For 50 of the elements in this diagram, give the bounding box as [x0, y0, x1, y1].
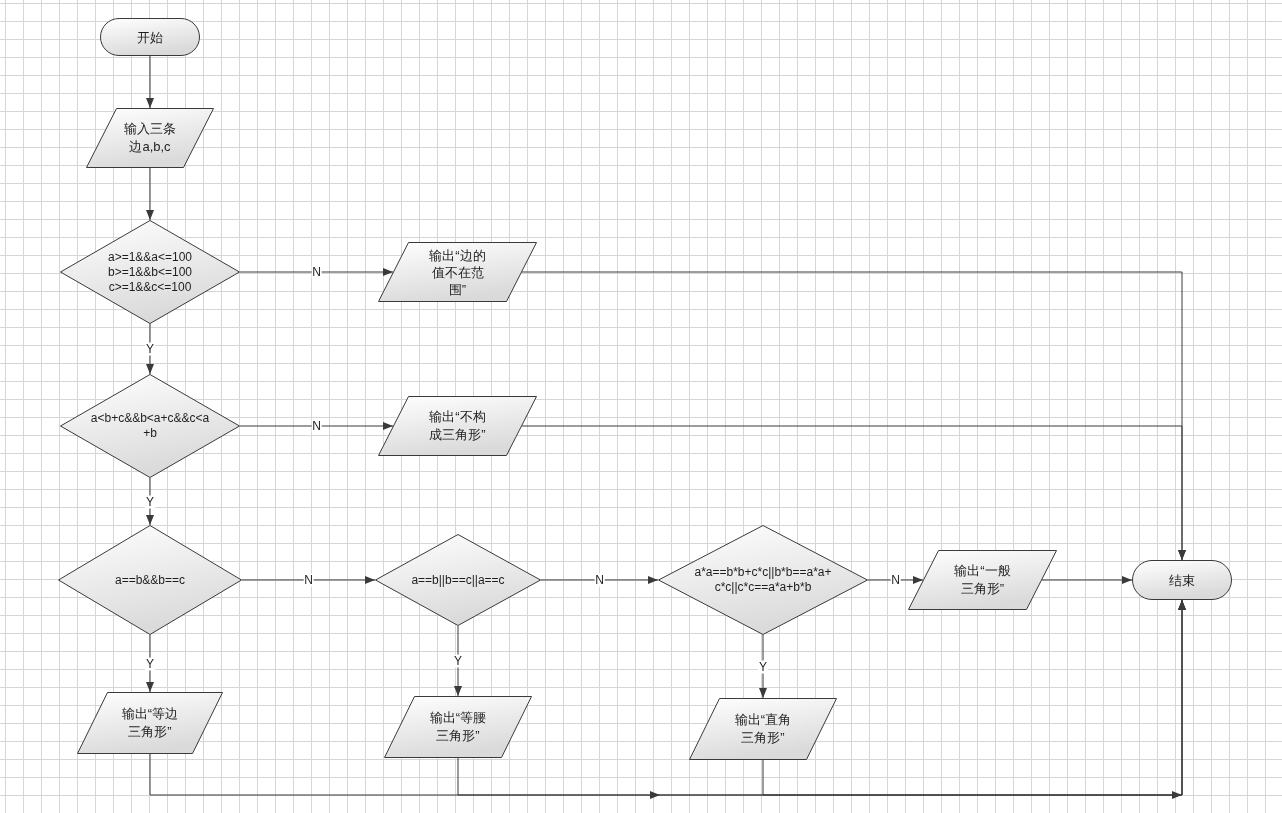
edge-label: Y	[453, 654, 463, 668]
flow-arrow	[1041, 576, 1133, 584]
flow-arrow	[762, 599, 1186, 796]
edge-label: N	[890, 573, 901, 587]
edge-label: Y	[145, 342, 155, 356]
node-text: a>=1&&a<=100 b>=1&&b<=100 c>=1&&c<=100	[106, 249, 194, 295]
flow-arrow	[239, 268, 394, 276]
decision-diamond	[658, 525, 868, 635]
edge-label: N	[594, 573, 605, 587]
flow-arrow	[867, 576, 924, 584]
node-text: 输出“边的值不在范围”	[428, 246, 487, 298]
io-parallelogram	[378, 396, 537, 456]
io-parallelogram	[908, 550, 1057, 610]
flow-arrow	[146, 634, 154, 693]
edge-label: N	[311, 419, 322, 433]
edge-label: N	[311, 265, 322, 279]
node-text: a==b||b==c||a==c	[411, 572, 505, 588]
io-parallelogram	[689, 698, 837, 760]
io-parallelogram	[86, 108, 214, 168]
decision-diamond	[58, 525, 242, 635]
flow-arrow	[241, 576, 376, 584]
terminal-pill	[100, 18, 200, 56]
node-text: 输入三条边a,b,c	[123, 120, 177, 156]
edge-label: Y	[145, 657, 155, 670]
node-text: a<b+c&&b<a+c&&c<a+b	[90, 411, 210, 441]
flow-arrow	[540, 576, 659, 584]
node-text: 输出“等边三角形”	[120, 705, 180, 741]
edge-label: N	[303, 573, 314, 587]
decision-diamond	[60, 220, 240, 324]
io-parallelogram	[384, 696, 532, 758]
node-text: 输出“不构成三角形”	[428, 408, 487, 444]
flow-arrow	[759, 634, 767, 699]
terminal-pill	[1132, 560, 1232, 600]
node-text: a*a==b*b+c*c||b*b==a*a+c*c||c*c==a*a+b*b	[693, 565, 833, 595]
edge-label: Y	[758, 660, 768, 673]
io-parallelogram	[378, 242, 537, 302]
node-text: 输出“直角三角形”	[733, 711, 793, 747]
node-text: 输出“一般三角形”	[953, 562, 1012, 598]
node-text: 输出“等腰三角形”	[428, 709, 488, 745]
node-text: 结束	[1169, 571, 1195, 589]
io-parallelogram	[77, 692, 223, 754]
flow-arrow	[146, 167, 154, 221]
decision-diamond	[60, 374, 240, 478]
flow-arrow	[239, 422, 394, 430]
decision-diamond	[375, 534, 541, 626]
node-text: a==b&&b==c	[114, 572, 186, 588]
node-text: 开始	[137, 28, 163, 46]
flow-arrow	[146, 55, 154, 109]
flow-arrow	[521, 425, 1186, 561]
edge-label: Y	[145, 495, 155, 508]
